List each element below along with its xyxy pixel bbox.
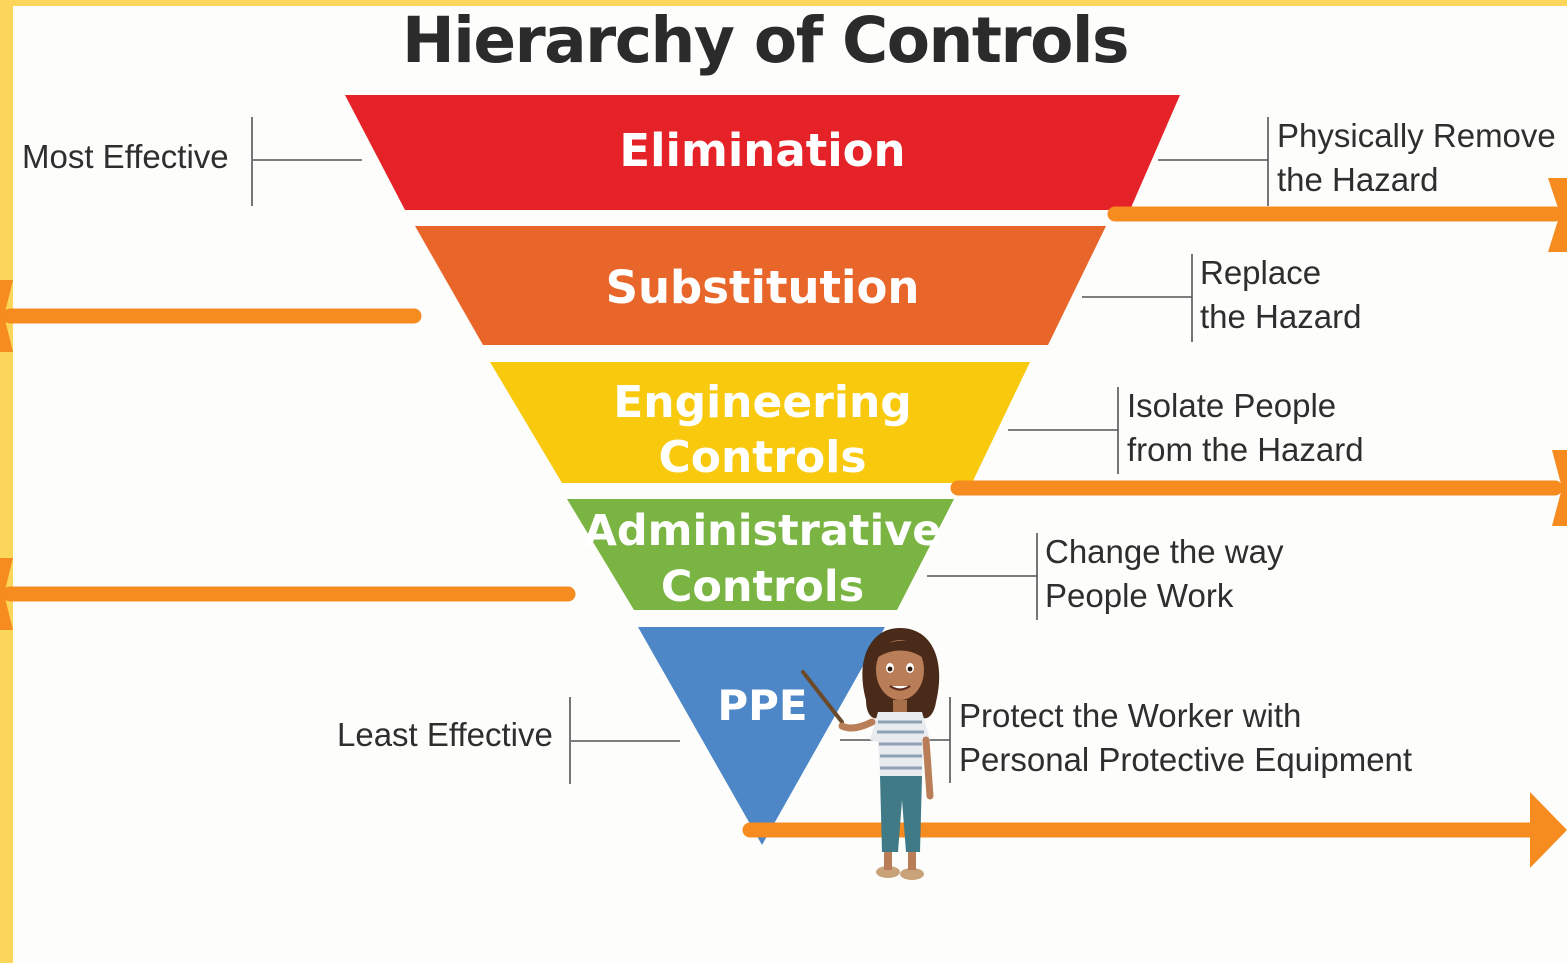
pointer-stick xyxy=(801,670,844,724)
tier-ppe-shape xyxy=(638,627,885,845)
substitution-description: Replace the Hazard xyxy=(1200,251,1361,339)
diagram-title: Hierarchy of Controls xyxy=(402,4,1129,77)
least-effective-label: Least Effective xyxy=(337,716,553,753)
tier-ppe-text: PPE xyxy=(717,681,808,730)
left-border xyxy=(0,0,13,963)
tier-elimination-text: Elimination xyxy=(619,124,906,177)
tier-engineering-label: Engineering Controls xyxy=(545,375,980,485)
arrow-left-1 xyxy=(0,280,422,352)
elimination-description-line-1: Physically Remove xyxy=(1277,117,1556,154)
tier-engineering-line-2: Controls xyxy=(658,432,867,483)
engineering-description-line-1: Isolate People xyxy=(1127,387,1337,424)
tier-ppe-label: PPE xyxy=(680,684,845,728)
tier-engineering-line-1: Engineering xyxy=(613,377,912,428)
substitution-description-line-1: Replace xyxy=(1200,254,1322,291)
tier-substitution-text: Substitution xyxy=(605,261,920,314)
ppe-description: Protect the Worker with Personal Protect… xyxy=(959,694,1412,782)
substitution-description-line-2: the Hazard xyxy=(1200,298,1362,335)
tier-administrative-line-2: Controls xyxy=(660,562,865,612)
engineering-description-line-2: from the Hazard xyxy=(1127,431,1364,468)
arrow-right-2 xyxy=(950,450,1567,526)
tier-engineering-shape xyxy=(490,362,1030,483)
ppe-description-line-2: Personal Protective Equipment xyxy=(959,741,1413,778)
tier-administrative-line-1: Administrative xyxy=(583,506,942,556)
engineering-description: Isolate People from the Hazard xyxy=(1127,384,1364,472)
top-border xyxy=(0,0,1567,6)
arrow-right-3 xyxy=(742,792,1567,868)
ppe-description-line-1: Protect the Worker with xyxy=(959,697,1302,734)
tier-administrative-shape xyxy=(567,499,954,610)
arrow-right-1 xyxy=(1107,178,1567,252)
tier-substitution-label: Substitution xyxy=(545,265,980,311)
elimination-description: Physically Remove the Hazard xyxy=(1277,114,1556,202)
elimination-description-line-2: the Hazard xyxy=(1277,161,1439,198)
tier-administrative-label: Administrative Controls xyxy=(545,503,980,615)
presenter-character xyxy=(801,628,940,880)
tier-substitution-shape xyxy=(415,226,1106,345)
administrative-description: Change the way People Work xyxy=(1045,530,1284,618)
tier-elimination-shape xyxy=(345,95,1180,210)
administrative-description-line-1: Change the way xyxy=(1045,533,1284,570)
tier-elimination-label: Elimination xyxy=(545,128,980,174)
arrow-left-2 xyxy=(0,558,576,630)
administrative-description-line-2: People Work xyxy=(1045,577,1234,614)
most-effective-label: Most Effective xyxy=(22,138,229,175)
